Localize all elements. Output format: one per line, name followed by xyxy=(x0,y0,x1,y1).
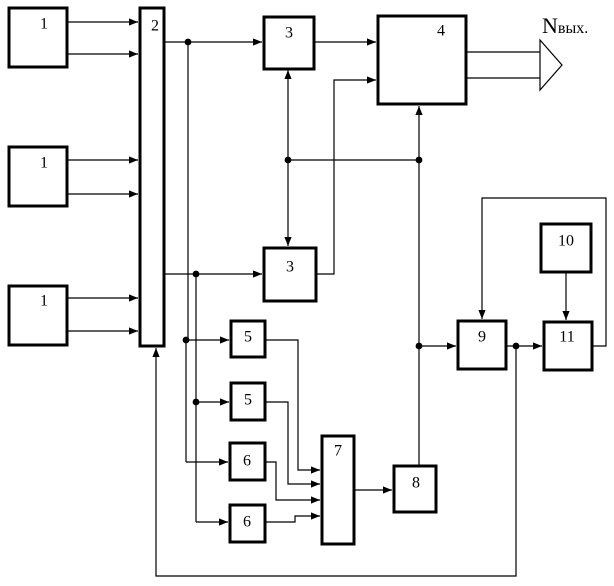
block-2: 2 xyxy=(140,8,164,346)
block-label: 1 xyxy=(40,293,48,310)
block-8: 8 xyxy=(394,466,436,512)
block-4: 4 xyxy=(378,16,466,104)
junction-dot xyxy=(416,343,423,350)
block-6-top: 6 xyxy=(230,443,265,480)
output-label-main: N xyxy=(542,13,558,38)
block-label: 7 xyxy=(334,443,342,460)
block-label: 3 xyxy=(286,259,294,276)
block-label: 1 xyxy=(40,16,48,33)
block-label: 8 xyxy=(412,475,420,492)
block-10: 10 xyxy=(541,224,591,272)
block-label: 2 xyxy=(151,18,159,35)
block-1-top: 1 xyxy=(9,8,67,67)
block-6-bottom: 6 xyxy=(230,505,265,542)
wire-5a-to-7 xyxy=(265,340,320,470)
junction-dot xyxy=(183,337,190,344)
block-label: 6 xyxy=(243,514,251,531)
wire-5b-to-7 xyxy=(265,402,320,484)
junction-dot xyxy=(193,271,200,278)
junction-dot xyxy=(513,343,520,350)
block-5-top: 5 xyxy=(231,321,265,357)
block-11: 11 xyxy=(544,322,592,370)
block-label: 10 xyxy=(558,233,574,250)
wire-3b-to-4 xyxy=(316,80,376,274)
block-label: 11 xyxy=(559,329,574,346)
junction-dot xyxy=(193,399,200,406)
block-7: 7 xyxy=(322,436,354,544)
block-label: 1 xyxy=(40,155,48,172)
block-label: 5 xyxy=(244,392,252,409)
block-label: 5 xyxy=(244,329,252,346)
output-arrow xyxy=(540,40,562,90)
block-label: 4 xyxy=(437,23,445,40)
block-3-top: 3 xyxy=(264,17,314,69)
junction-dot xyxy=(416,157,423,164)
block-label: 3 xyxy=(285,25,293,42)
output-label: Nвых. xyxy=(542,13,588,38)
block-1-middle: 1 xyxy=(9,147,67,206)
block-9: 9 xyxy=(458,321,506,369)
block-3-bottom: 3 xyxy=(264,248,316,301)
block-label: 9 xyxy=(478,329,486,346)
output-label-sub: вых. xyxy=(558,20,588,37)
block-1-bottom: 1 xyxy=(9,286,67,345)
wire-6a-to-7 xyxy=(265,462,320,500)
block-5-bottom: 5 xyxy=(231,383,265,420)
wire-6b-to-7 xyxy=(265,516,320,522)
junction-dot xyxy=(285,157,292,164)
block-label: 6 xyxy=(243,453,251,470)
junction-dot xyxy=(185,39,192,46)
